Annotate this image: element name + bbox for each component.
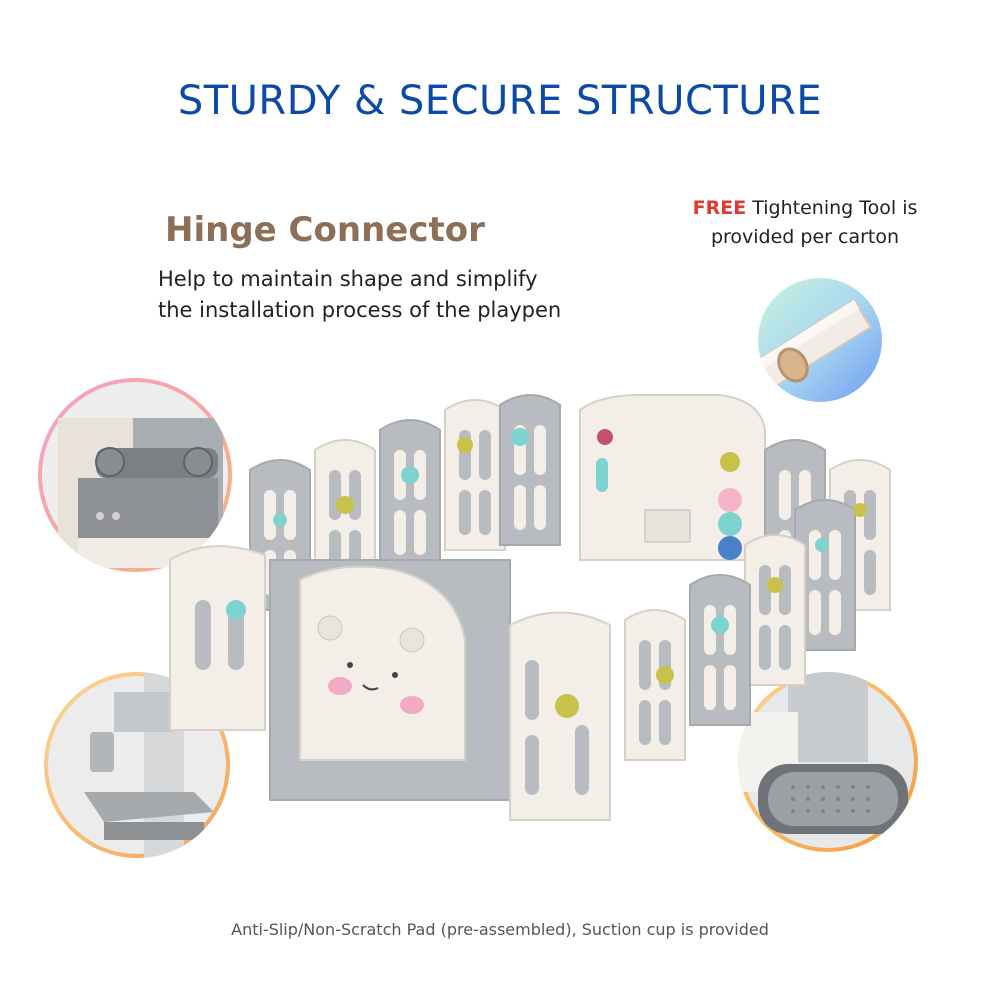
hinge-connector-title: Hinge Connector xyxy=(165,210,485,250)
anti-slip-pad-closeup xyxy=(738,672,918,852)
headline: STURDY & SECURE STRUCTURE xyxy=(177,78,823,124)
hinge-connector-description: Help to maintain shape and simplify the … xyxy=(158,264,618,326)
hinge-connector-closeup xyxy=(38,378,232,572)
tightening-tool-image xyxy=(758,278,882,402)
free-note-line-2: provided per carton xyxy=(710,226,900,248)
free-note-line-1: Tightening Tool is xyxy=(746,197,918,219)
hinge-desc-line-2: the installation process of the playpen xyxy=(158,298,562,322)
free-label: FREE xyxy=(692,197,747,219)
hinge-desc-line-1: Help to maintain shape and simplify xyxy=(158,267,538,291)
footer-caption: Anti-Slip/Non-Scratch Pad (pre-assembled… xyxy=(231,920,769,939)
free-tool-note: FREE Tightening Tool is provided per car… xyxy=(640,194,970,252)
